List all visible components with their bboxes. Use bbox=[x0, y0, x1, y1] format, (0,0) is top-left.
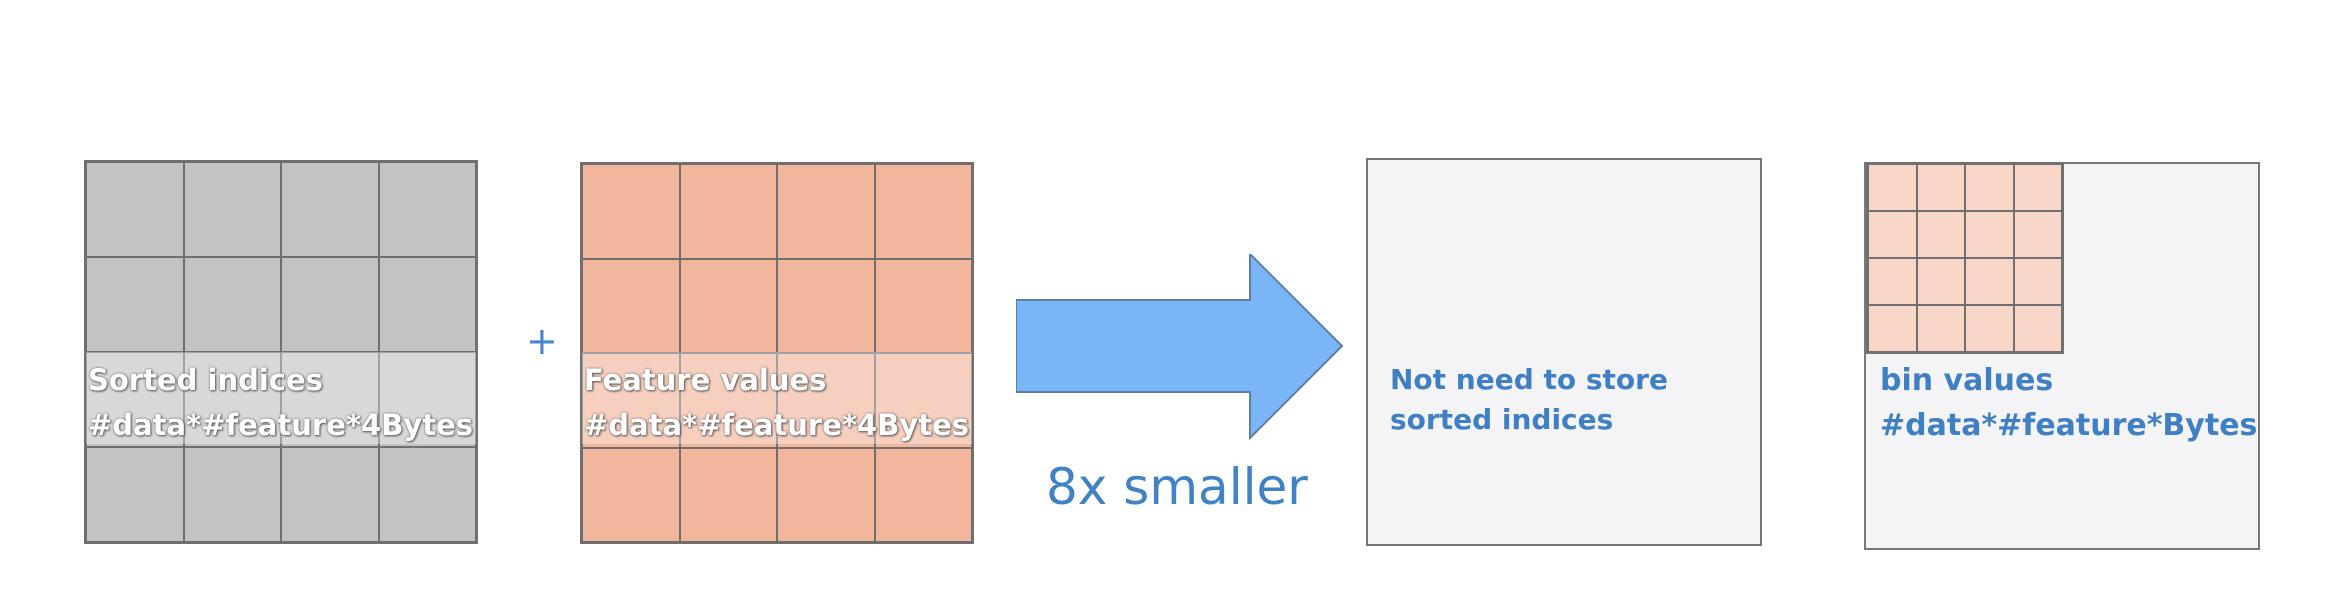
grid-cell bbox=[1916, 305, 1965, 352]
bin-values-title: bin values bbox=[1880, 363, 2054, 398]
grid-cell bbox=[1916, 211, 1965, 258]
grid-cell bbox=[183, 352, 281, 447]
feature-values-size: #data*#feature*4Bytes bbox=[584, 408, 970, 442]
grid-cell bbox=[1965, 164, 2014, 211]
grid-cell bbox=[582, 353, 680, 448]
bin-values-size: #data*#feature*Bytes bbox=[1880, 408, 2258, 443]
sorted-indices-grid bbox=[84, 160, 478, 544]
grid-cell bbox=[1965, 258, 2014, 305]
bin-values-grid bbox=[1866, 162, 2064, 354]
grid-cell bbox=[874, 353, 972, 448]
feature-values-title: Feature values bbox=[584, 363, 827, 397]
grid-cell bbox=[378, 162, 476, 257]
no-store-line1: Not need to store bbox=[1390, 363, 1668, 396]
grid-cell bbox=[378, 352, 476, 447]
no-store-text: Not need to store sorted indices bbox=[1390, 360, 1668, 440]
grid-cell bbox=[2013, 164, 2062, 211]
feature-values-grid bbox=[580, 162, 974, 544]
grid-cell bbox=[281, 162, 379, 257]
grid-cell bbox=[679, 353, 777, 448]
grid-cell bbox=[281, 447, 379, 542]
grid-cell bbox=[679, 447, 777, 542]
grid-cell bbox=[679, 258, 777, 353]
grid-cell bbox=[777, 447, 875, 542]
grid-cell bbox=[183, 257, 281, 352]
grid-cell bbox=[281, 257, 379, 352]
bin-values-text: bin values #data*#feature*Bytes bbox=[1880, 358, 2257, 448]
grid-cell bbox=[2013, 305, 2062, 352]
no-store-line2: sorted indices bbox=[1390, 403, 1614, 436]
grid-cell bbox=[1868, 305, 1917, 352]
grid-cell bbox=[1916, 164, 1965, 211]
grid-cell bbox=[1965, 211, 2014, 258]
grid-cell bbox=[777, 258, 875, 353]
grid-cell bbox=[86, 352, 184, 447]
grid-cell bbox=[2013, 258, 2062, 305]
grid-cell bbox=[86, 162, 184, 257]
grid-cell bbox=[874, 164, 972, 259]
compression-caption: 8x smaller bbox=[1046, 458, 1308, 516]
grid-cell bbox=[378, 257, 476, 352]
feature-values-label: Feature values #data*#feature*4Bytes bbox=[584, 358, 969, 448]
grid-cell bbox=[874, 447, 972, 542]
grid-cell bbox=[2013, 211, 2062, 258]
grid-cell bbox=[1868, 164, 1917, 211]
grid-cell bbox=[777, 164, 875, 259]
grid-cell bbox=[1916, 258, 1965, 305]
sorted-indices-title: Sorted indices bbox=[88, 363, 323, 397]
grid-cell bbox=[86, 447, 184, 542]
sorted-indices-label-band bbox=[86, 352, 476, 444]
sorted-indices-size: #data*#feature*4Bytes bbox=[88, 408, 474, 442]
sorted-indices-label: Sorted indices #data*#feature*4Bytes bbox=[88, 358, 473, 448]
grid-cell bbox=[582, 447, 680, 542]
grid-cell bbox=[1868, 211, 1917, 258]
no-store-box bbox=[1366, 158, 1762, 546]
grid-cell bbox=[378, 447, 476, 542]
grid-cell bbox=[183, 447, 281, 542]
plus-sign: + bbox=[526, 319, 558, 363]
grid-cell bbox=[582, 164, 680, 259]
grid-cell bbox=[582, 258, 680, 353]
grid-cell bbox=[679, 164, 777, 259]
grid-cell bbox=[874, 258, 972, 353]
grid-cell bbox=[183, 162, 281, 257]
grid-cell bbox=[86, 257, 184, 352]
right-arrow-icon bbox=[1016, 254, 1344, 441]
grid-cell bbox=[281, 352, 379, 447]
feature-values-label-band bbox=[582, 352, 972, 444]
grid-cell bbox=[1868, 258, 1917, 305]
grid-cell bbox=[1965, 305, 2014, 352]
grid-cell bbox=[777, 353, 875, 448]
